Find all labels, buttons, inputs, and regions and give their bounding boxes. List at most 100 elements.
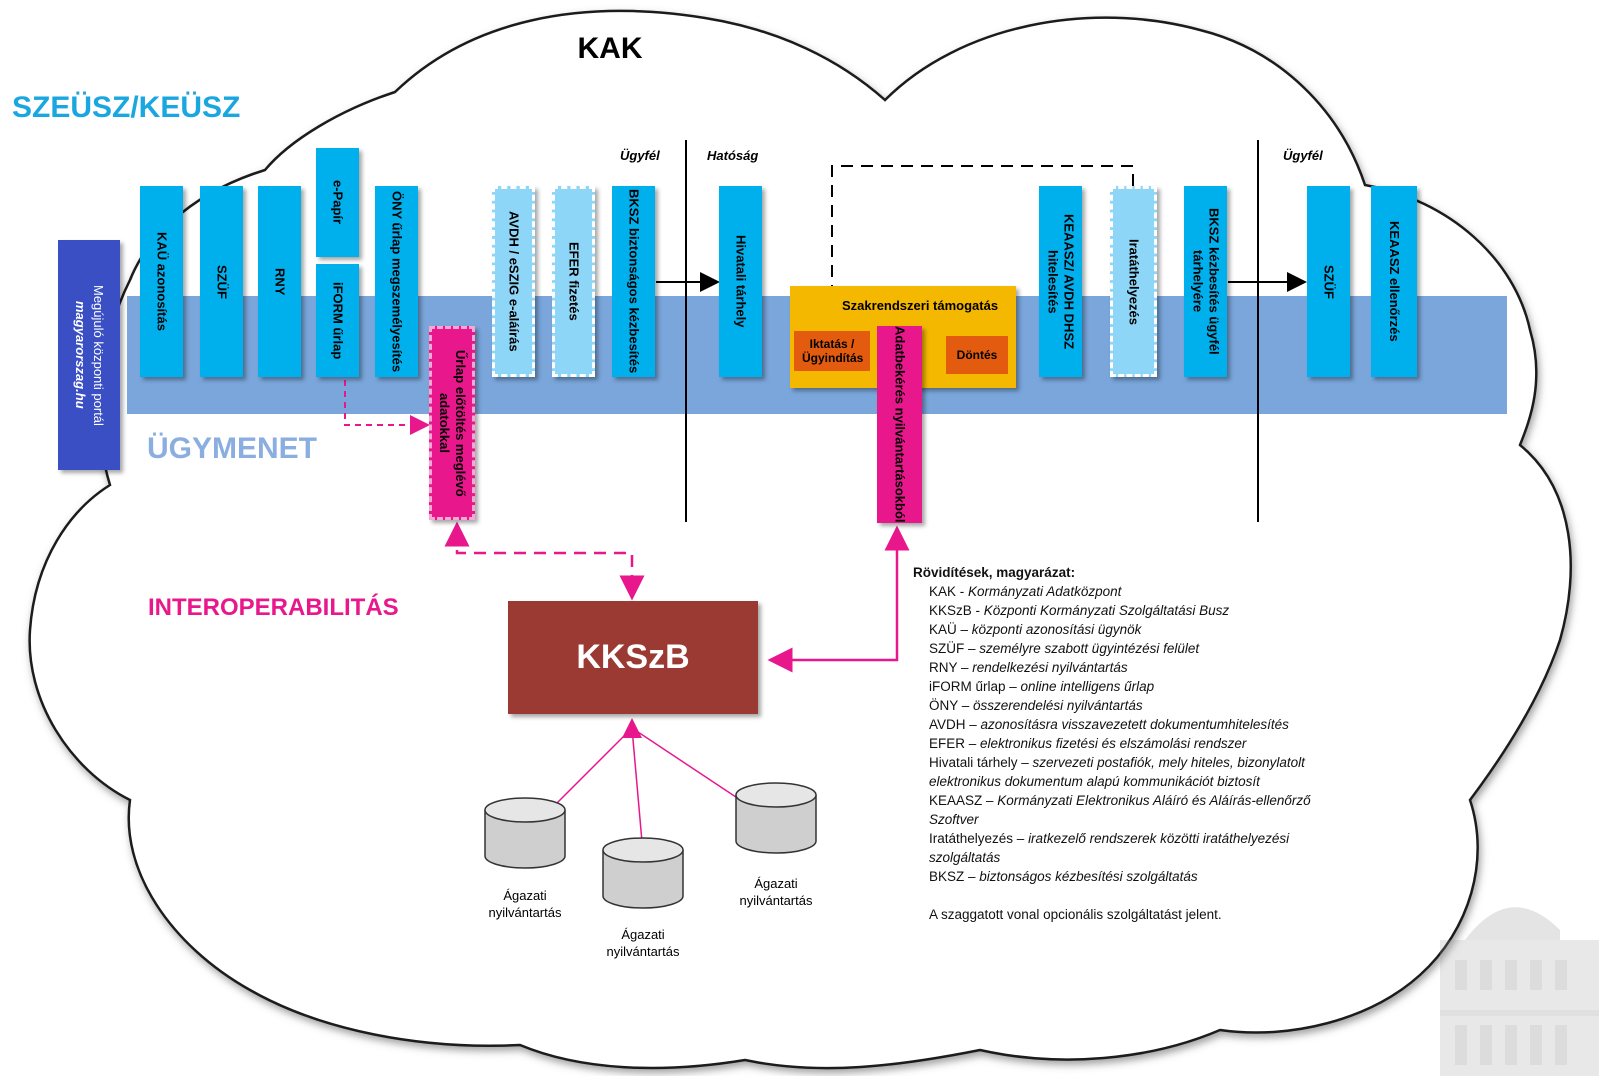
database-icon-2 — [602, 837, 684, 909]
szakrendszeri-title: Szakrendszeri támogatás — [842, 298, 999, 313]
legend-item: RNY – rendelkezési nyilvántartás — [929, 658, 1413, 677]
legend-desc: Kormányzati Adatközpont — [968, 584, 1122, 599]
kau-azonositas-box[interactable]: KAÜ azonosítás — [140, 186, 183, 377]
kkszb-box[interactable]: KKSzB — [508, 601, 758, 714]
building-watermark — [1440, 907, 1599, 1076]
legend-abbr: iFORM űrlap – — [929, 679, 1021, 694]
urlap-elotoltes-box[interactable]: Űrlap előtöltés meglévő adatokkal — [429, 326, 475, 520]
hivatali-tarhely-box[interactable]: Hivatali tárhely — [719, 186, 762, 377]
legend-abbr: Hivatali tárhely – — [929, 755, 1033, 770]
legend-desc: rendelkezési nyilvántartás — [972, 660, 1128, 675]
portal-label: Megújuló központi portál — [91, 284, 106, 426]
legend-desc: szervezeti postafiók, mely hiteles, bizo… — [1032, 755, 1305, 770]
iktatas-box[interactable]: Iktatás / Ügyindítás — [794, 331, 870, 371]
legend-abbr: EFER – — [929, 736, 981, 751]
dontes-label: Döntés — [956, 348, 998, 362]
keaasz-avdh-label: KEAASZ/ AVDH DHSZ hitelesítés — [1045, 213, 1077, 350]
database-label-1: Ágazati nyilvántartás — [488, 888, 562, 920]
keaasz-ellenorzes-label: KEAASZ ellenőrzés — [1387, 221, 1402, 342]
database-label-2: Ágazati nyilvántartás — [606, 927, 680, 959]
legend-abbr: RNY – — [929, 660, 973, 675]
szuf-label-2: SZÜF — [1321, 264, 1337, 299]
portal-box[interactable]: Megújuló központi portál magyarorszag.hu — [58, 240, 120, 470]
legend-item: EFER – elektronikus fizetési és elszámol… — [929, 734, 1413, 753]
iform-urlap-box[interactable]: iFORM űrlap — [316, 264, 359, 377]
e-papir-box[interactable]: e-Papír — [316, 148, 359, 257]
bksz-ugyfel-box[interactable]: BKSZ kézbesítés ügyfél tárhelyére — [1184, 186, 1227, 377]
adatbekeres-box[interactable]: Adatbekérés nyilvántartásokból — [877, 326, 922, 523]
legend-desc: elektronikus dokumentum alapú kommunikác… — [929, 774, 1260, 789]
avdh-eszig-box[interactable]: AVDH / eSZIG e-aláírás — [492, 186, 535, 377]
legend-abbr: AVDH – — [929, 717, 981, 732]
bksz-kezbesites-box[interactable]: BKSZ biztonságos kézbesítés — [612, 186, 655, 377]
line-adatbekeres-kkszb — [767, 535, 899, 673]
legend-item: SZÜF – személyre szabott ügyintézési fel… — [929, 639, 1413, 658]
legend-desc: iratkezelő rendszerek közötti iratáthely… — [1028, 831, 1290, 846]
label-interoperabilitas: INTEROPERABILITÁS — [148, 594, 399, 621]
efer-fizetes-box[interactable]: EFER fizetés — [552, 186, 595, 377]
legend-item: szolgáltatás — [929, 848, 1413, 867]
legend-abbr: KAÜ – — [929, 622, 972, 637]
bksz-kezbesites-label: BKSZ biztonságos kézbesítés — [626, 189, 642, 374]
database-label-3: Ágazati nyilvántartás — [739, 876, 813, 908]
legend-desc: Szoftver — [929, 812, 979, 827]
legend-desc: Kormányzati Elektronikus Aláíró és Aláír… — [997, 793, 1311, 808]
ony-urlap-label: ÖNY űrlap megszemélyesítés — [389, 190, 405, 373]
legend-abbr: ÖNY – — [929, 698, 974, 713]
iratathelyezes-label: Iratáthelyezés — [1126, 238, 1142, 325]
ony-urlap-box[interactable]: ÖNY űrlap megszemélyesítés — [375, 186, 418, 377]
urlap-elotoltes-label: Űrlap előtöltés meglévő adatokkal — [437, 349, 468, 497]
legend-desc: Központi Kormányzati Szolgáltatási Busz — [983, 603, 1230, 618]
portal-url: magyarorszag.hu — [73, 301, 88, 409]
hivatali-tarhely-label: Hivatali tárhely — [733, 235, 749, 328]
legend-abbr: KKSzB - — [929, 603, 984, 618]
database-icon-1 — [484, 797, 566, 869]
adatbekeres-label: Adatbekérés nyilvántartásokból — [892, 326, 908, 523]
iktatas-label: Iktatás / Ügyindítás — [802, 337, 864, 365]
efer-fizetes-label: EFER fizetés — [566, 242, 582, 321]
legend-desc: személyre szabott ügyintézési felület — [979, 641, 1200, 656]
database-icon-3 — [735, 782, 817, 854]
iform-urlap-label: iFORM űrlap — [330, 281, 346, 360]
legend-desc: elektronikus fizetési és elszámolási ren… — [980, 736, 1247, 751]
kau-azonositas-label: KAÜ azonosítás — [154, 232, 170, 331]
legend-item: Szoftver — [929, 810, 1413, 829]
header-hatosag: Hatóság — [707, 148, 759, 163]
avdh-eszig-label: AVDH / eSZIG e-aláírás — [506, 211, 522, 352]
header-ugyfel-1: Ügyfél — [620, 148, 660, 163]
legend-item: Hivatali tárhely – szervezeti postafiók,… — [929, 753, 1413, 772]
legend-abbr: Iratáthelyezés – — [929, 831, 1029, 846]
legend-desc: szolgáltatás — [929, 850, 1001, 865]
legend-item: ÖNY – összerendelési nyilvántartás — [929, 696, 1413, 715]
szuf-box-1[interactable]: SZÜF — [200, 186, 243, 377]
legend-item: KKSzB - Központi Kormányzati Szolgáltatá… — [929, 601, 1413, 620]
iratathelyezes-box[interactable]: Iratáthelyezés — [1110, 186, 1157, 377]
keaasz-avdh-box[interactable]: KEAASZ/ AVDH DHSZ hitelesítés — [1039, 186, 1082, 377]
rny-label: RNY — [272, 267, 288, 296]
legend-desc: biztonságos kézbesítési szolgáltatás — [979, 869, 1198, 884]
bksz-ugyfel-label: BKSZ kézbesítés ügyfél tárhelyére — [1190, 208, 1222, 355]
legend-item: KEAASZ – Kormányzati Elektronikus Aláíró… — [929, 791, 1413, 810]
szuf-box-2[interactable]: SZÜF — [1307, 186, 1350, 377]
legend-desc: online intelligens űrlap — [1020, 679, 1155, 694]
dontes-box[interactable]: Döntés — [946, 336, 1008, 374]
legend-note: A szaggatott vonal opcionális szolgáltat… — [929, 907, 1222, 922]
legend: Rövidítések, magyarázat: KAK - Kormányza… — [913, 563, 1413, 924]
legend-item: BKSZ – biztonságos kézbesítési szolgálta… — [929, 867, 1413, 886]
keaasz-ellenorzes-box[interactable]: KEAASZ ellenőrzés — [1371, 186, 1417, 377]
szuf-label-1: SZÜF — [214, 264, 230, 299]
rny-box[interactable]: RNY — [258, 186, 301, 377]
legend-item: elektronikus dokumentum alapú kommunikác… — [929, 772, 1413, 791]
legend-item: iFORM űrlap – online intelligens űrlap — [929, 677, 1413, 696]
legend-desc: központi azonosítási ügynök — [971, 622, 1142, 637]
legend-title: Rövidítések, magyarázat: — [913, 565, 1076, 580]
legend-abbr: KAK - — [929, 584, 969, 599]
legend-abbr: KEAASZ – — [929, 793, 998, 808]
dashed-iform-to-urlap — [344, 380, 430, 435]
legend-abbr: SZÜF – — [929, 641, 980, 656]
legend-desc: összerendelési nyilvántartás — [973, 698, 1143, 713]
e-papir-label: e-Papír — [330, 180, 346, 225]
legend-desc: azonosításra visszavezetett dokumentumhi… — [980, 717, 1289, 732]
